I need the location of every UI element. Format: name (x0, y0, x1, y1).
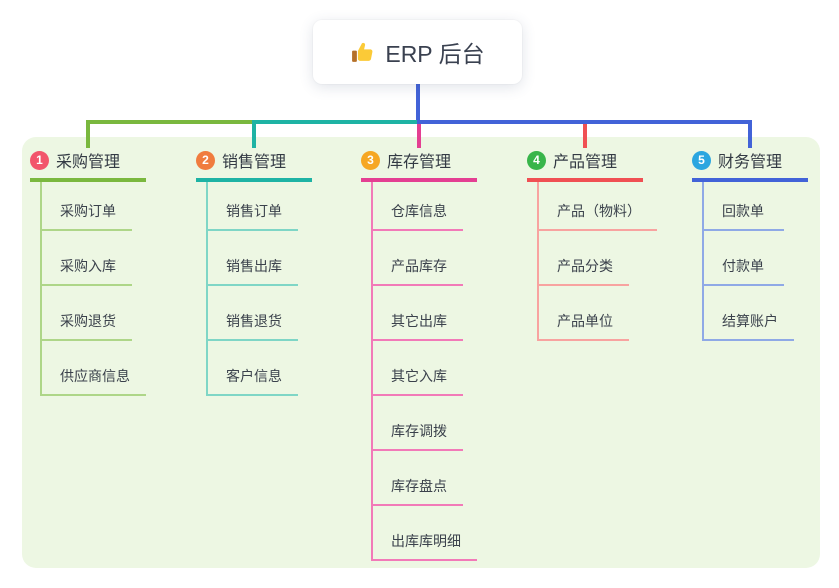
branch-5-drop-line (748, 120, 752, 148)
branch-1-label: 采购管理 (56, 154, 121, 171)
branch-5-label: 财务管理 (718, 154, 783, 171)
node-item[interactable]: 仓库信息 (373, 182, 463, 231)
node-item[interactable]: 客户信息 (208, 341, 298, 396)
node-item[interactable]: 出库库明细 (373, 506, 477, 561)
bus-line-segment-green (86, 120, 252, 124)
branch-4-drop-line (583, 124, 587, 148)
node-item[interactable]: 其它入库 (373, 341, 463, 396)
node-item[interactable]: 产品库存 (373, 231, 463, 286)
branch-purchase: 1 采购管理 采购订单 采购入库 采购退货 供应商信息 (30, 146, 146, 396)
branch-3-title[interactable]: 3 库存管理 (361, 146, 477, 182)
branch-product: 4 产品管理 产品（物料） 产品分类 产品单位 (527, 146, 657, 341)
bus-line-segment-teal (252, 120, 417, 124)
branch-2-label: 销售管理 (222, 154, 287, 171)
branch-2-title[interactable]: 2 销售管理 (196, 146, 312, 182)
branch-5-title[interactable]: 5 财务管理 (692, 146, 808, 182)
branch-5-children: 回款单 付款单 结算账户 (702, 182, 808, 341)
branch-2-number-badge: 2 (196, 150, 215, 170)
branch-4-title[interactable]: 4 产品管理 (527, 146, 643, 182)
node-item[interactable]: 产品分类 (539, 231, 629, 286)
mindmap-panel (22, 137, 820, 568)
node-item[interactable]: 产品单位 (539, 286, 629, 341)
branch-1-number-badge: 1 (30, 150, 49, 170)
node-item[interactable]: 产品（物料） (539, 182, 657, 231)
node-item[interactable]: 销售出库 (208, 231, 298, 286)
branch-3-children: 仓库信息 产品库存 其它出库 其它入库 库存调拨 库存盘点 出库库明细 (371, 182, 477, 561)
node-item[interactable]: 库存调拨 (373, 396, 463, 451)
thumbs-up-icon (350, 40, 375, 65)
root-connector-line (416, 84, 420, 120)
branch-3-number-badge: 3 (361, 150, 380, 170)
branch-4-number-badge: 4 (527, 150, 546, 170)
node-item[interactable]: 销售退货 (208, 286, 298, 341)
node-item[interactable]: 回款单 (704, 182, 784, 231)
branch-5-number-badge: 5 (692, 150, 711, 170)
node-item[interactable]: 采购入库 (42, 231, 132, 286)
branch-4-label: 产品管理 (553, 154, 618, 171)
bus-line-segment-blue (417, 120, 752, 124)
node-item[interactable]: 付款单 (704, 231, 784, 286)
branch-sales: 2 销售管理 销售订单 销售出库 销售退货 客户信息 (196, 146, 312, 396)
branch-2-children: 销售订单 销售出库 销售退货 客户信息 (206, 182, 312, 396)
node-item[interactable]: 结算账户 (704, 286, 794, 341)
node-item[interactable]: 采购订单 (42, 182, 132, 231)
node-item[interactable]: 销售订单 (208, 182, 298, 231)
root-node[interactable]: ERP 后台 (313, 20, 522, 84)
node-item[interactable]: 其它出库 (373, 286, 463, 341)
branch-1-title[interactable]: 1 采购管理 (30, 146, 146, 182)
root-node-label: ERP 后台 (385, 41, 485, 67)
branch-3-drop-line (417, 124, 421, 148)
branch-3-label: 库存管理 (387, 154, 452, 171)
branch-2-drop-line (252, 120, 256, 148)
branch-4-children: 产品（物料） 产品分类 产品单位 (537, 182, 657, 341)
node-item[interactable]: 库存盘点 (373, 451, 463, 506)
branch-1-drop-line (86, 120, 90, 148)
branch-1-children: 采购订单 采购入库 采购退货 供应商信息 (40, 182, 146, 396)
node-item[interactable]: 采购退货 (42, 286, 132, 341)
node-item[interactable]: 供应商信息 (42, 341, 146, 396)
branch-finance: 5 财务管理 回款单 付款单 结算账户 (692, 146, 808, 341)
branch-inventory: 3 库存管理 仓库信息 产品库存 其它出库 其它入库 库存调拨 库存盘点 出库库… (361, 146, 477, 561)
